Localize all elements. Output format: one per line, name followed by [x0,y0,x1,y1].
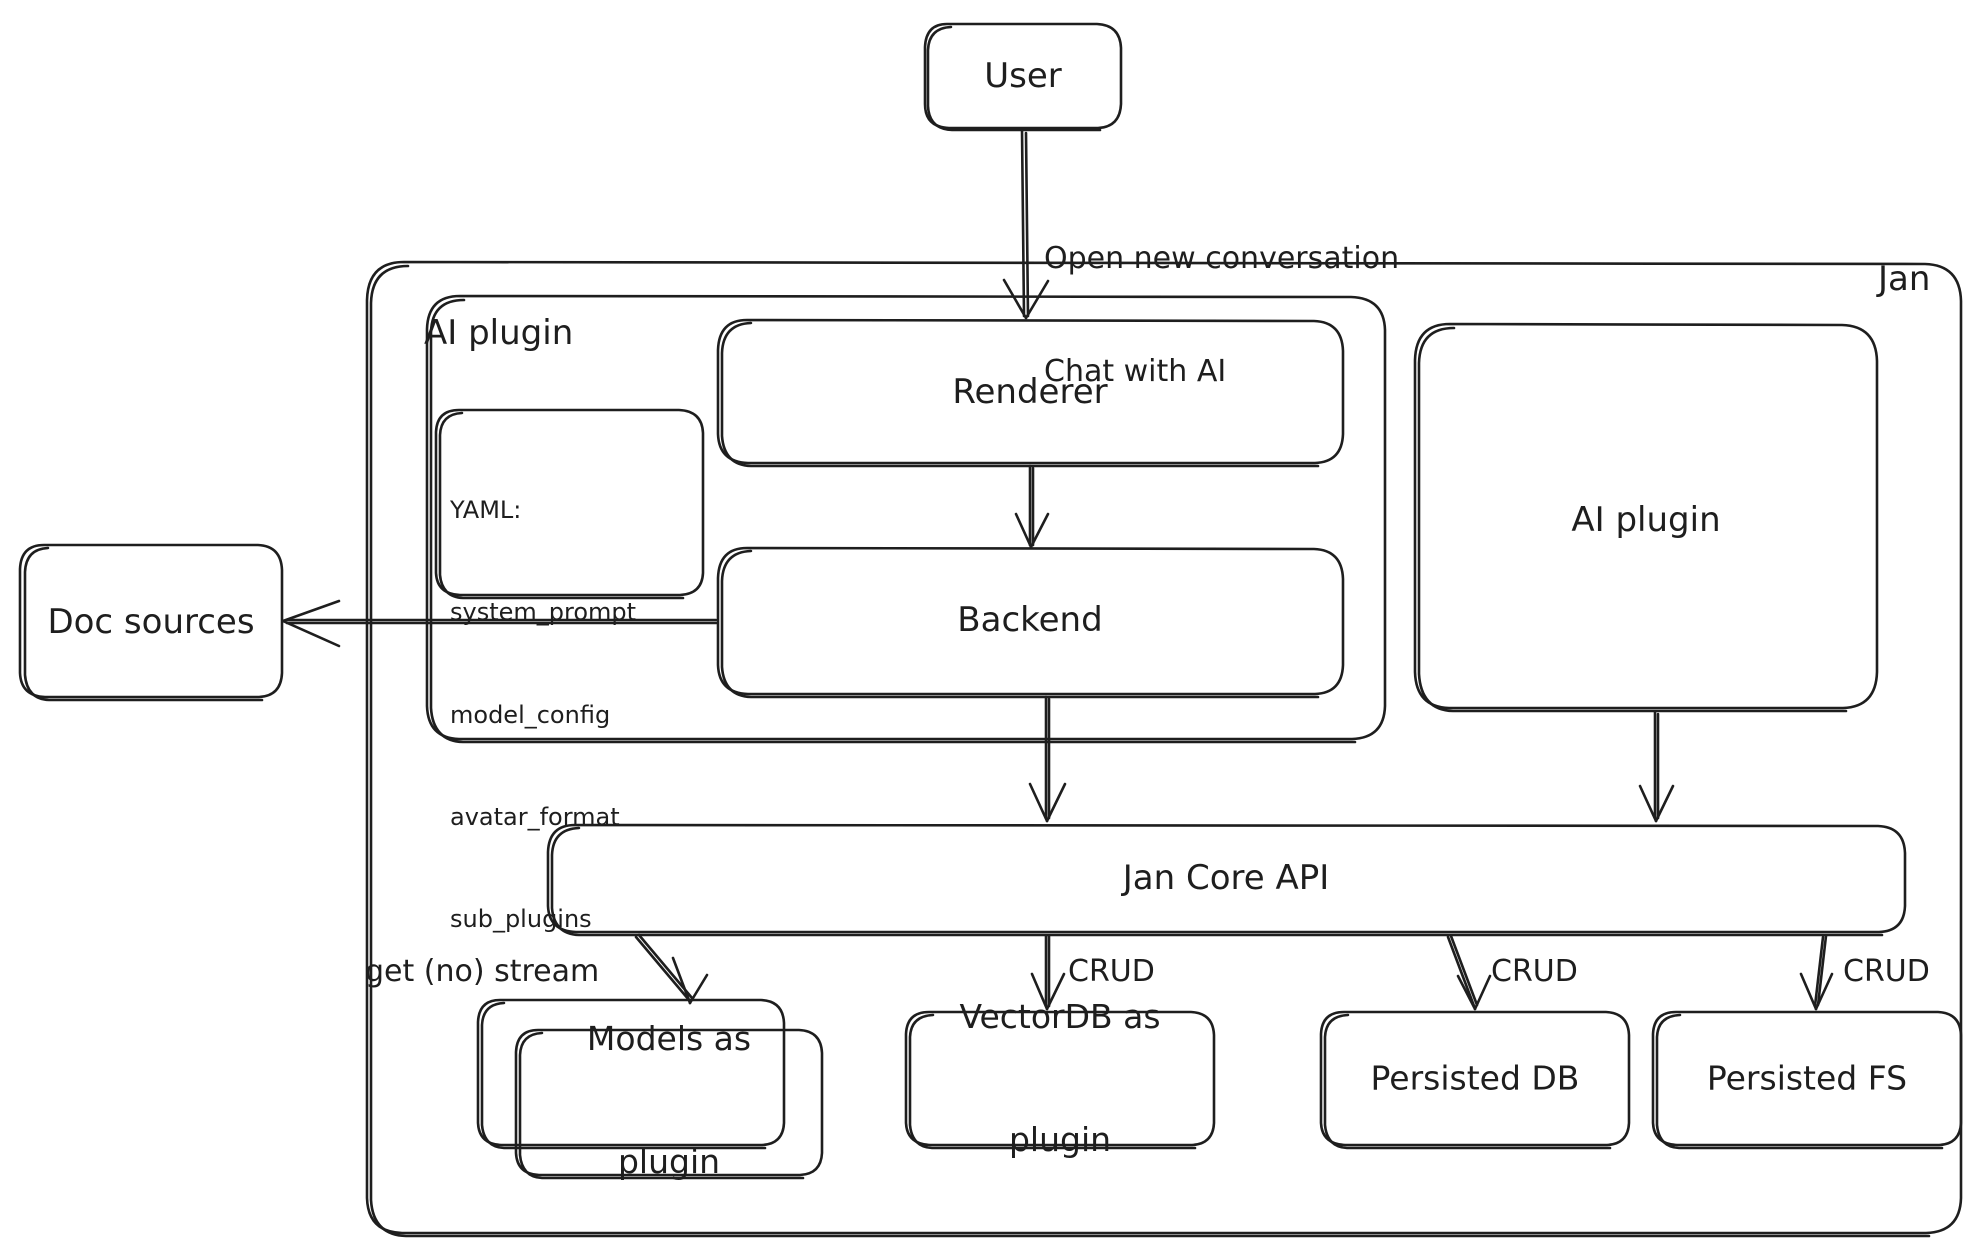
persisted-fs-node-outline[interactable] [1651,1010,1963,1150]
ai-plugin-node-outline[interactable] [1413,322,1879,713]
renderer-node-outline[interactable] [716,318,1345,468]
jan-group-outline[interactable] [365,260,1963,1238]
models-plugin-back-outline[interactable] [476,998,786,1150]
edge-core-api-to-persisted-db [1446,934,1492,1011]
vectordb-plugin-node-outline[interactable] [904,1010,1216,1150]
edge-core-api-to-persisted-fs [1799,934,1834,1011]
edge-core-api-to-models [634,933,709,1005]
edge-backend-to-doc-sources [281,599,718,648]
user-node-outline[interactable] [923,22,1123,132]
persisted-db-node-outline[interactable] [1319,1010,1631,1150]
jan-core-api-node-outline[interactable] [546,823,1907,937]
edge-user-to-renderer [1002,128,1050,320]
models-plugin-node-outline[interactable] [514,1028,824,1180]
edge-renderer-to-backend [1014,464,1050,549]
edge-core-api-to-vectordb [1030,934,1066,1011]
backend-node-outline[interactable] [716,546,1345,699]
yaml-card-outline[interactable] [434,408,705,600]
edge-ai-plugin-to-core-api [1638,710,1675,823]
doc-sources-node-outline[interactable] [18,543,284,702]
edge-backend-to-core-api [1028,695,1067,823]
ai-plugin-group-outline[interactable] [425,294,1387,744]
